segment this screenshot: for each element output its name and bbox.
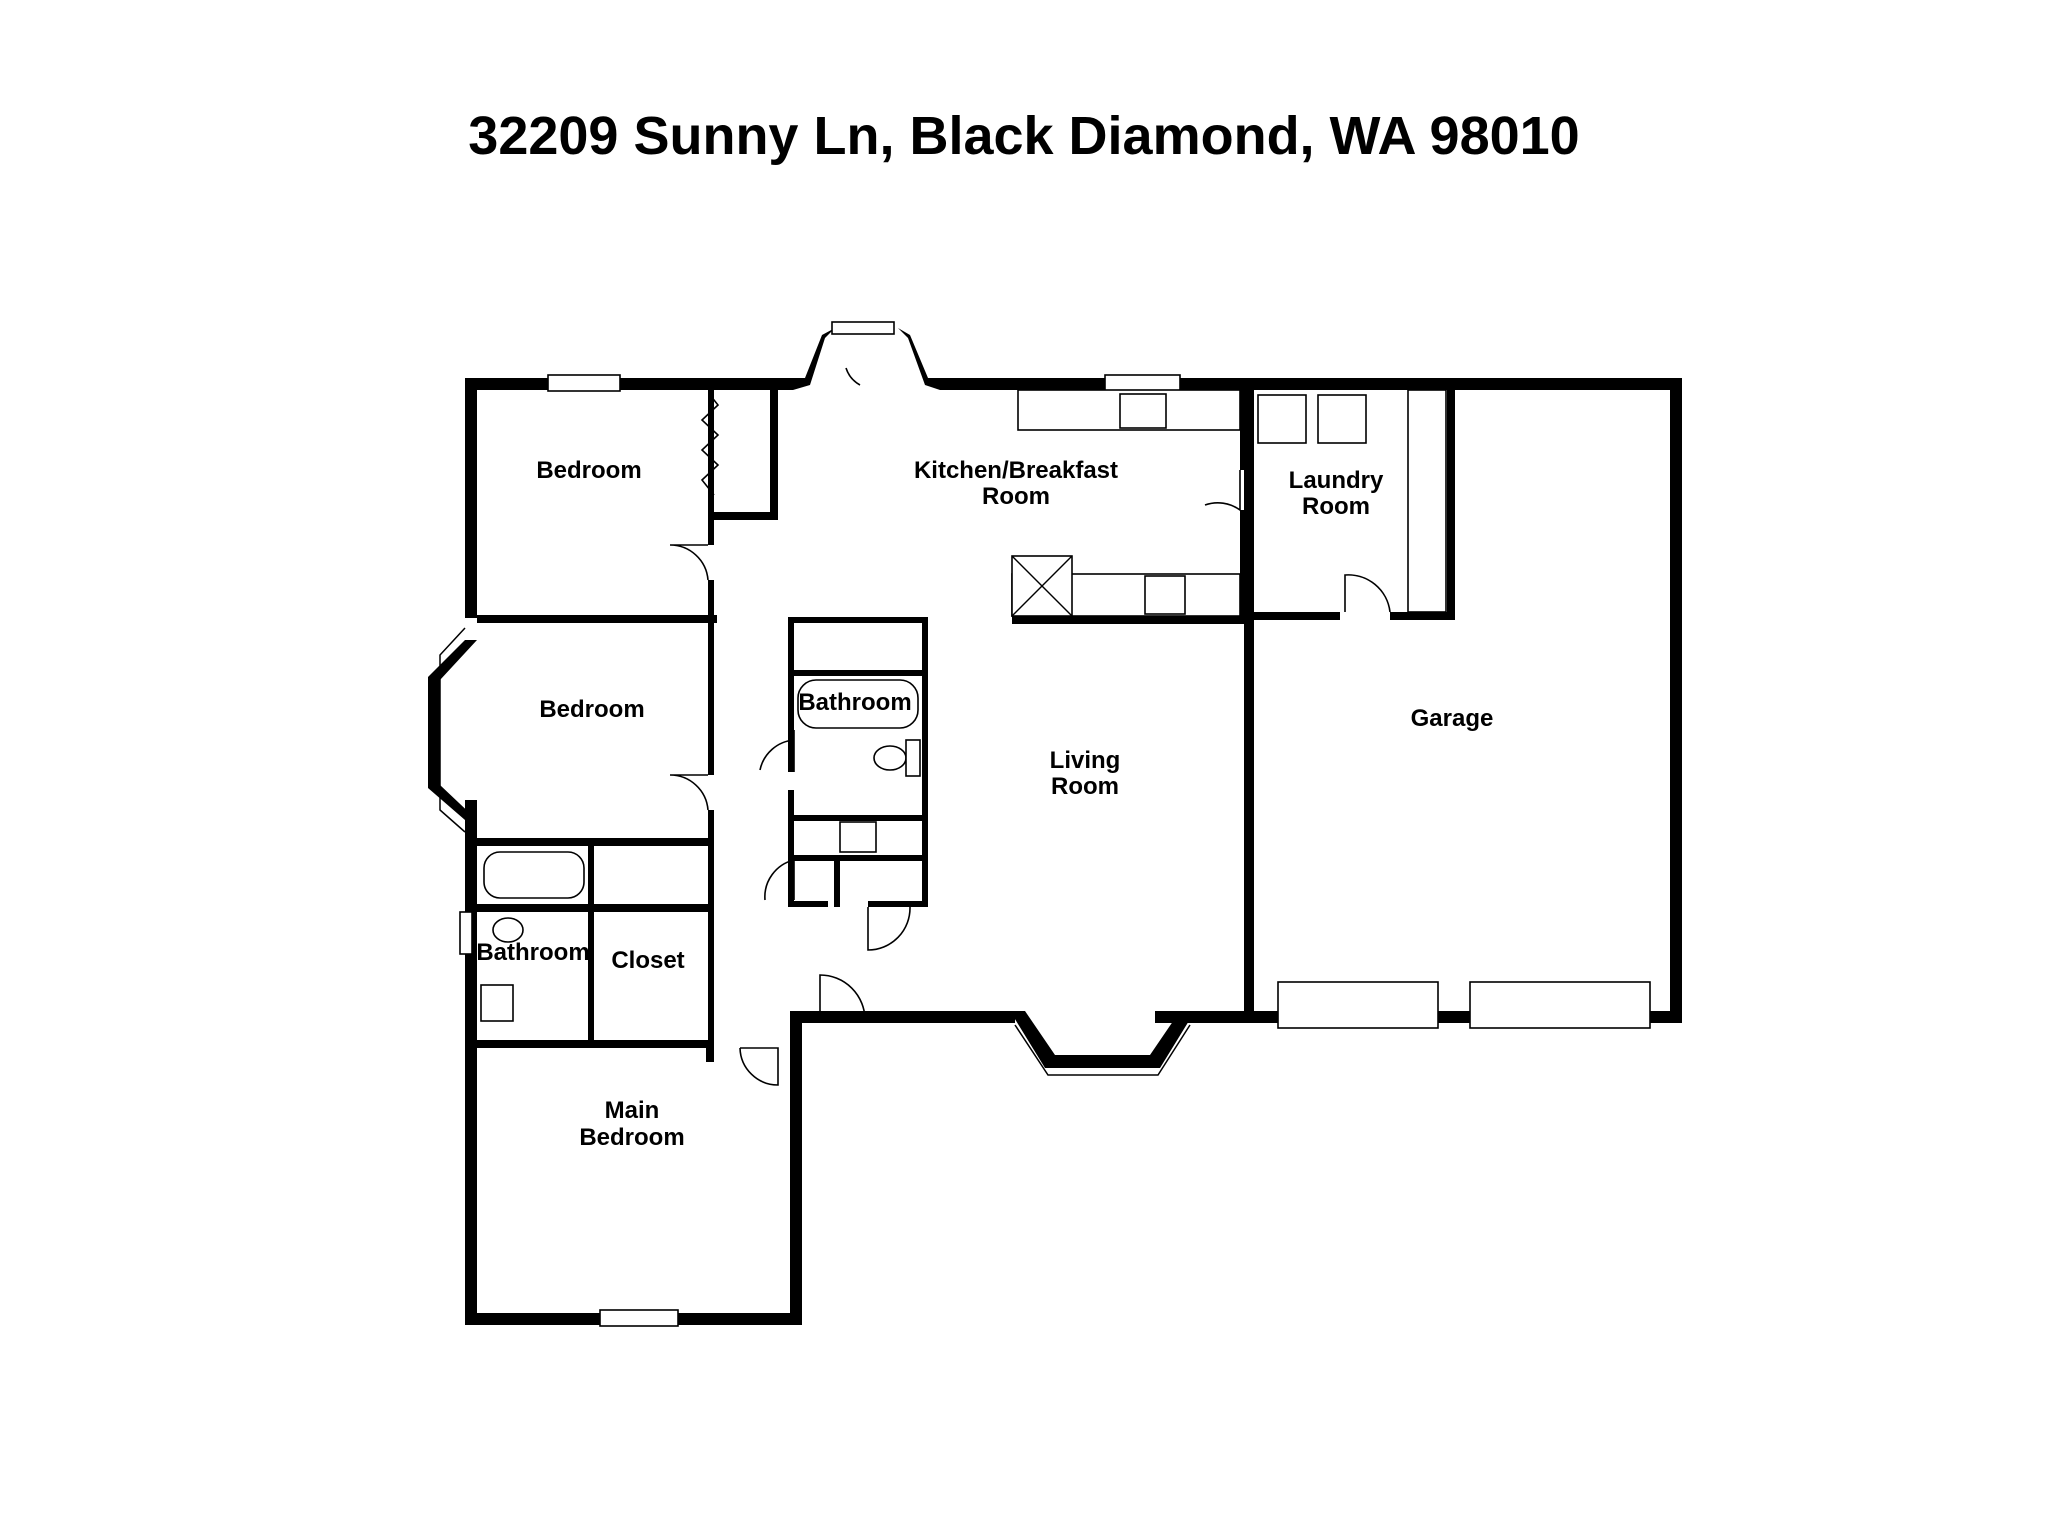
bathtub-left-icon [483, 851, 585, 899]
washer-icon [1257, 394, 1307, 444]
windows [459, 321, 1651, 1327]
label-bedroom-2: Bedroom [539, 696, 644, 723]
label-kitchen-line2: Room [982, 483, 1050, 510]
label-bathroom-left: Bathroom [476, 939, 589, 966]
label-laundry-line1: Laundry [1289, 467, 1384, 494]
garage-door-2 [1469, 981, 1651, 1029]
label-closet: Closet [611, 947, 684, 974]
sink-center-bath-icon [839, 821, 877, 853]
label-main-bedroom-line2: Bedroom [579, 1124, 684, 1151]
doors [669, 367, 1391, 1086]
bathtub-icon [797, 679, 919, 729]
laundry-shelf [1407, 389, 1447, 613]
garage-door-1 [1277, 981, 1439, 1029]
floor-plan-title: 32209 Sunny Ln, Black Diamond, WA 98010 [468, 106, 1580, 166]
fixtures [480, 389, 1447, 1022]
window-bedroom-top [547, 374, 621, 392]
window-kitchen-top [1104, 374, 1181, 392]
label-main-bedroom-line1: Main [605, 1097, 660, 1124]
interior-walls [477, 378, 1455, 1062]
toilet-left-icon [492, 917, 524, 943]
label-garage: Garage [1411, 705, 1494, 732]
label-laundry-line2: Room [1302, 493, 1370, 520]
window-main-bedroom [599, 1309, 679, 1327]
stove-icon [1144, 575, 1186, 615]
window-left-bathroom [459, 911, 473, 955]
toilet-tank-icon [905, 739, 921, 777]
label-living-line1: Living [1050, 747, 1121, 774]
label-living-line2: Room [1051, 773, 1119, 800]
toilet-icon [873, 745, 907, 771]
window-bay-top [831, 321, 895, 335]
dryer-icon [1317, 394, 1367, 444]
kitchen-sink-icon [1119, 393, 1167, 429]
label-bedroom-1: Bedroom [536, 457, 641, 484]
room-labels: Bedroom Kitchen/Breakfast Room Laundry R… [476, 457, 1493, 1151]
label-bathroom-center: Bathroom [798, 689, 911, 716]
label-kitchen-line1: Kitchen/Breakfast [914, 457, 1118, 484]
sink-left-bath-icon [480, 984, 514, 1022]
